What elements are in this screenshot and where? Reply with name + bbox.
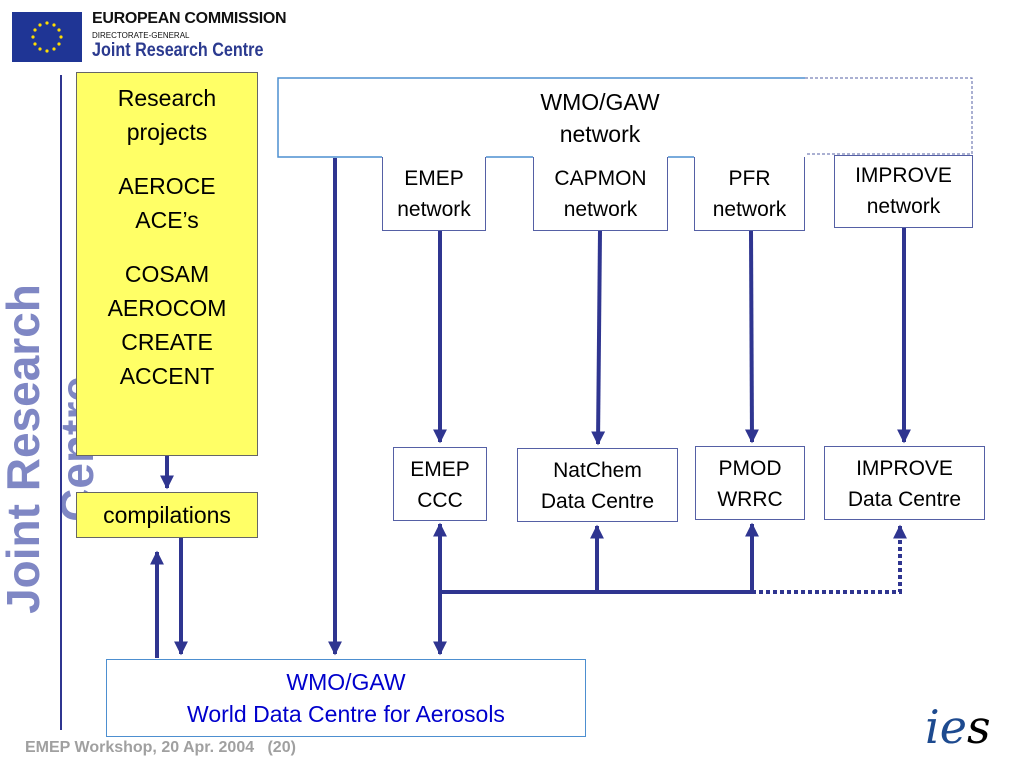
box-line: EMEP — [404, 167, 464, 190]
box-line: PMOD — [718, 457, 782, 480]
project-aeroce: AEROCE — [118, 173, 216, 199]
footer-event: EMEP Workshop, 20 Apr. 2004 — [25, 739, 255, 756]
project-create: CREATE — [121, 329, 213, 355]
gaw-network-label: WMO/GAW network — [470, 86, 730, 150]
arrow-capmon-to-natchem — [591, 230, 606, 446]
box-line: World Data Centre for Aerosols — [187, 701, 505, 727]
research-line: projects — [126, 119, 208, 145]
wdca-box: WMO/GAW World Data Centre for Aerosols — [106, 659, 586, 737]
box-line: Data Centre — [540, 490, 655, 513]
arrow-pfr-to-pmod — [744, 230, 759, 444]
box-line: Data Centre — [847, 488, 962, 511]
box-line: network — [397, 198, 471, 221]
banner-divider — [60, 75, 62, 730]
gaw-network-outline-dashed — [805, 77, 973, 155]
box-line: NatChem — [553, 459, 642, 482]
capmon-network-box: CAPMON network — [533, 157, 668, 231]
ies-logo: ies — [925, 700, 991, 754]
box-line: EMEP — [410, 458, 470, 481]
box-line: WMO/GAW — [286, 669, 406, 695]
gaw-line: network — [559, 121, 641, 147]
box-line: network — [866, 195, 941, 218]
box-line: network — [563, 198, 638, 221]
box-line: IMPROVE — [856, 457, 953, 480]
project-aces: ACE’s — [135, 207, 199, 233]
unit-title: Joint Research Centre — [92, 40, 264, 61]
directorate-label: DIRECTORATE-GENERAL — [92, 31, 190, 40]
box-line: PFR — [728, 167, 771, 190]
ies-logo-main: ie — [925, 700, 967, 754]
footer: EMEP Workshop, 20 Apr. 2004 (20) — [25, 739, 296, 757]
org-title: EUROPEAN COMMISSION — [92, 10, 287, 27]
emep-network-box: EMEP network — [382, 157, 486, 231]
box-line: CAPMON — [554, 167, 647, 190]
eu-flag-logo — [12, 12, 82, 62]
improve-dc-box: IMPROVE Data Centre — [824, 446, 985, 520]
improve-network-box: IMPROVE network — [834, 155, 973, 228]
project-aerocom: AEROCOM — [107, 295, 227, 321]
gaw-line: WMO/GAW — [540, 89, 660, 115]
emep-ccc-box: EMEP CCC — [393, 447, 487, 521]
box-line: IMPROVE — [855, 164, 952, 187]
ies-logo-tail: s — [966, 700, 991, 754]
page-number: (20) — [267, 739, 296, 756]
gaw-network-outline — [277, 77, 805, 158]
box-line: CCC — [417, 489, 463, 512]
research-projects-box: Research projects AEROCE ACE’s COSAM AER… — [76, 72, 258, 456]
arrow-bus-to-improve-dc-dotted — [752, 524, 907, 594]
research-line: Research — [117, 85, 217, 111]
box-line: WRRC — [717, 488, 783, 511]
box-line: network — [712, 198, 787, 221]
eu-stars-icon — [31, 21, 63, 53]
project-accent: ACCENT — [119, 363, 215, 389]
pfr-network-box: PFR network — [694, 157, 805, 231]
compilations-box: compilations — [76, 492, 258, 538]
pmod-wrrc-box: PMOD WRRC — [695, 446, 805, 520]
project-cosam: COSAM — [124, 261, 210, 287]
